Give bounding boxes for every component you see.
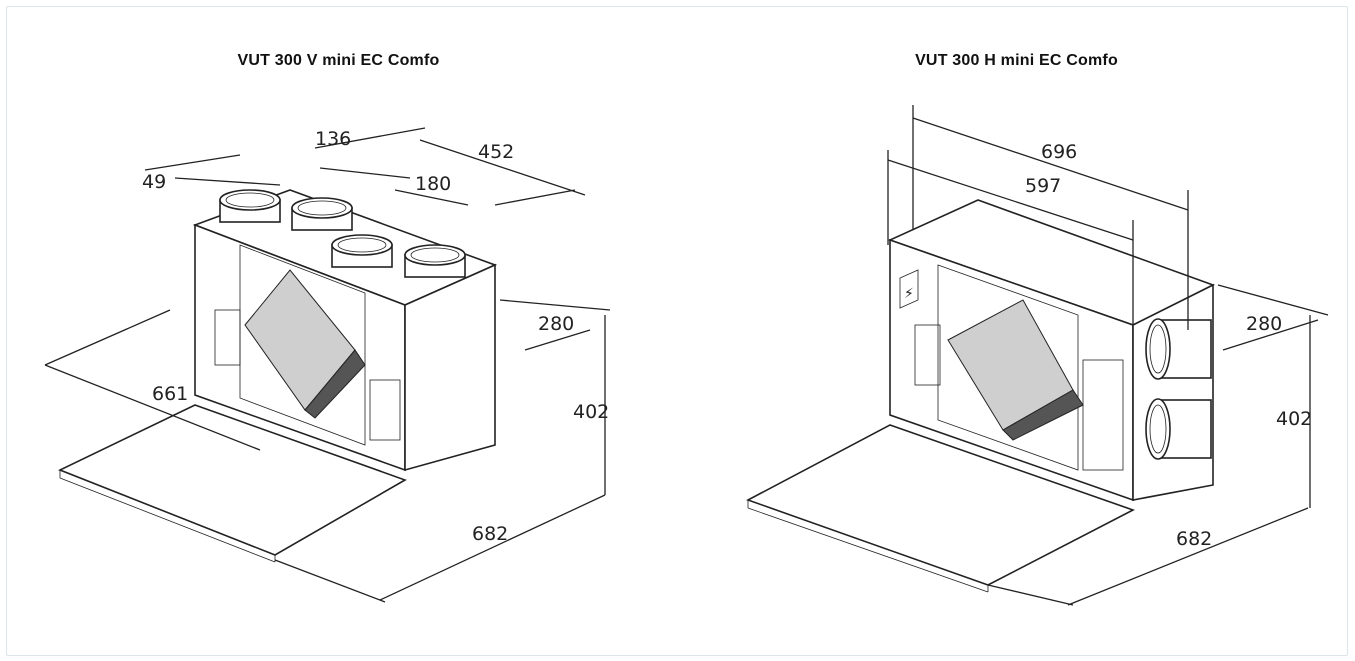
dim-280-h: 280: [1246, 313, 1282, 335]
panel-vut-300-h: VUT 300 H mini EC Comfo ⚡: [678, 0, 1355, 661]
dimension-lines: [44, 127, 611, 603]
dim-597: 597: [1025, 175, 1061, 197]
spigots: [219, 189, 466, 278]
dim-696: 696: [1041, 141, 1077, 163]
vut-300-h-drawing: ⚡: [746, 105, 1329, 606]
inner-frame: [937, 264, 1079, 471]
dim-661: 661: [152, 383, 188, 405]
warning-sign: [899, 269, 919, 309]
dim-682-v: 682: [472, 523, 508, 545]
spigots: [1145, 318, 1212, 460]
dim-452: 452: [478, 141, 514, 163]
panel-title: VUT 300 H mini EC Comfo: [915, 52, 1118, 69]
vut-300-v-drawing: 49 136 180 452 280 402 661 682: [44, 127, 611, 603]
diagram-frame: [6, 6, 1348, 656]
dim-49: 49: [142, 171, 166, 193]
heat-exchanger-fins: [304, 349, 366, 419]
dim-682-h: 682: [1176, 528, 1212, 550]
dim-136: 136: [315, 128, 351, 150]
side-face: [404, 263, 496, 472]
dim-280-v: 280: [538, 313, 574, 335]
dim-180: 180: [415, 173, 451, 195]
dimension-lines: [887, 105, 1329, 606]
fan-right: [1082, 359, 1124, 471]
fan-left: [914, 324, 941, 386]
dim-402-v: 402: [573, 401, 609, 423]
lightning-icon: ⚡: [904, 286, 914, 302]
fan-left: [214, 309, 241, 366]
dim-402-h: 402: [1276, 408, 1312, 430]
panel-vut-300-v: VUT 300 V mini EC Comfo: [0, 0, 677, 661]
panel-title: VUT 300 V mini EC Comfo: [237, 52, 440, 69]
fan-right: [369, 379, 401, 441]
